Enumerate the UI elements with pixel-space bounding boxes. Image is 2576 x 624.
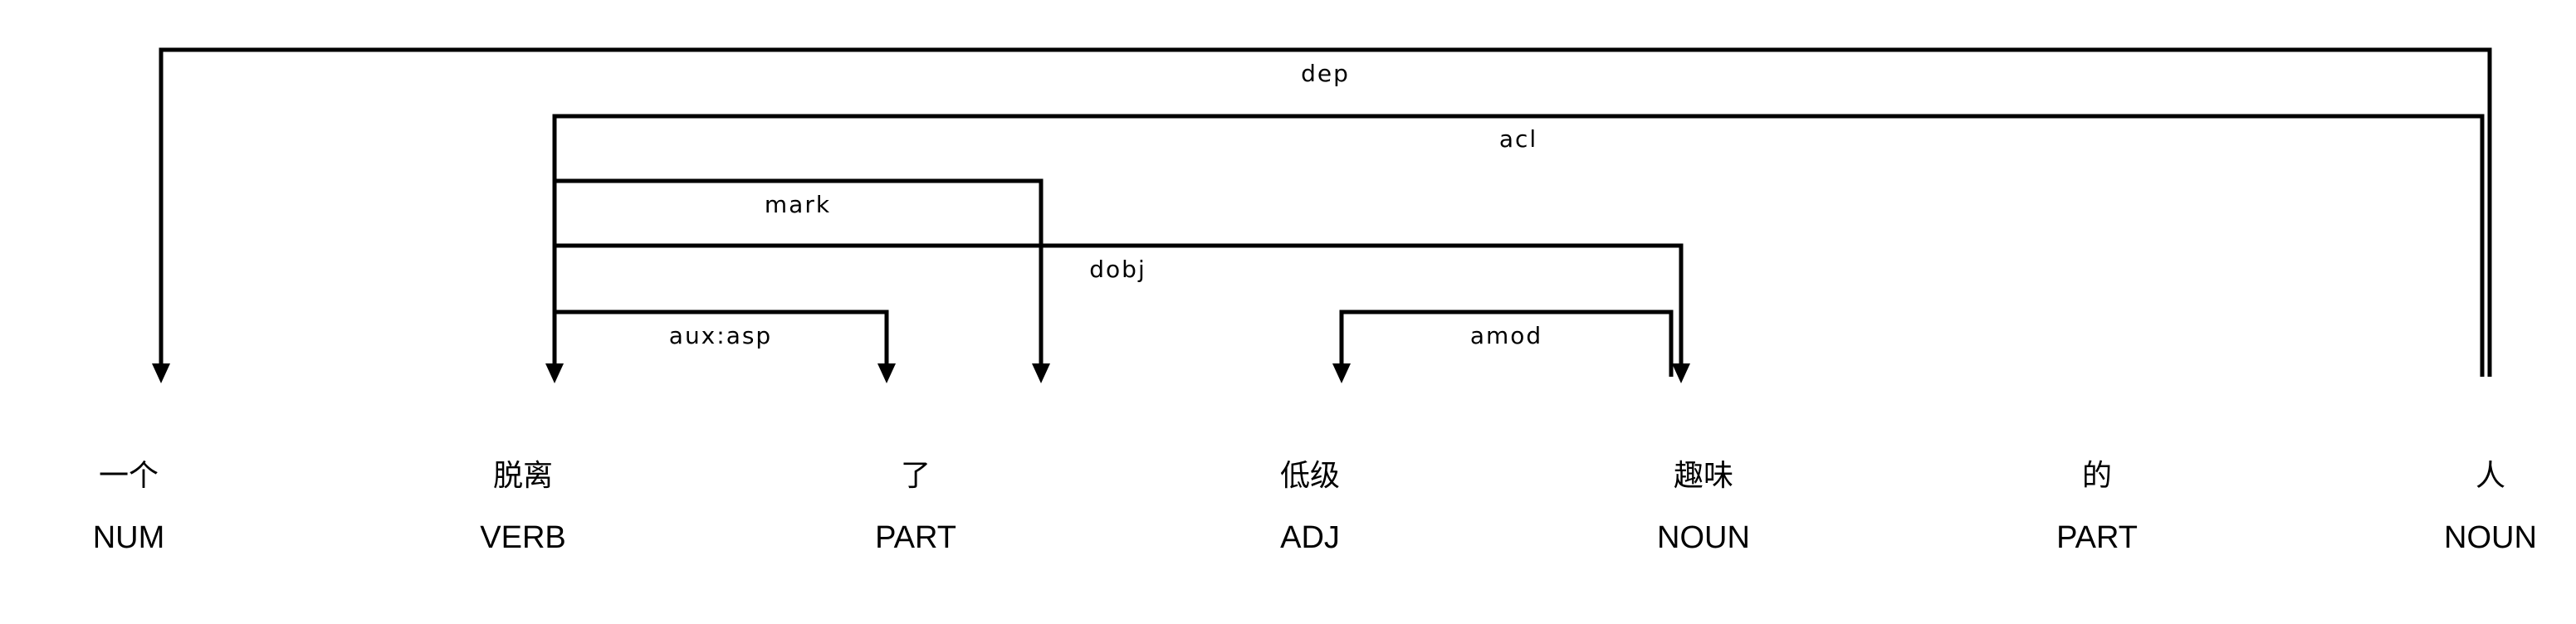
dependency-label: amod — [1470, 322, 1542, 349]
dependency-arc-dep — [159, 47, 2492, 377]
dependency-label: aux:asp — [669, 322, 772, 349]
dependency-label: dobj — [1089, 256, 1146, 283]
token-pos-tag: NOUN — [1657, 520, 1750, 555]
token-word: 低级 — [1280, 459, 1340, 493]
dependency-arcs — [152, 47, 2492, 383]
token-word: 脱离 — [493, 459, 553, 493]
token-row: 一个 NUM 脱离 VERB 了 PART 低级 ADJ 趣味 NOUN 的 PART 人 NOUN — [93, 459, 2537, 555]
token-word: 趣味 — [1674, 459, 1733, 493]
arrowhead-icon — [1032, 363, 1050, 383]
dependency-arc-aux-asp — [552, 310, 889, 377]
token-pos-tag: NUM — [93, 520, 165, 555]
token-word: 了 — [901, 459, 931, 493]
arrowhead-icon — [1332, 363, 1351, 383]
arrowhead-icon — [877, 363, 896, 383]
dependency-label: acl — [1499, 125, 1537, 153]
token-pos-tag: PART — [2056, 520, 2138, 555]
token-word: 一个 — [99, 459, 159, 493]
token-word: 人 — [2476, 459, 2505, 493]
dependency-labels: dep acl mark dobj aux:asp amod — [669, 60, 1542, 349]
dependency-arc-amod — [1339, 310, 1674, 377]
dependency-label: dep — [1301, 60, 1350, 87]
dependency-label: mark — [765, 191, 831, 218]
token-pos-tag: NOUN — [2444, 520, 2537, 555]
token-pos-tag: VERB — [480, 520, 565, 555]
token-word: 的 — [2082, 459, 2112, 493]
token-pos-tag: PART — [875, 520, 956, 555]
arrowhead-icon — [152, 363, 170, 383]
arrowhead-icon — [1672, 363, 1690, 383]
token-pos-tag: ADJ — [1280, 520, 1340, 555]
